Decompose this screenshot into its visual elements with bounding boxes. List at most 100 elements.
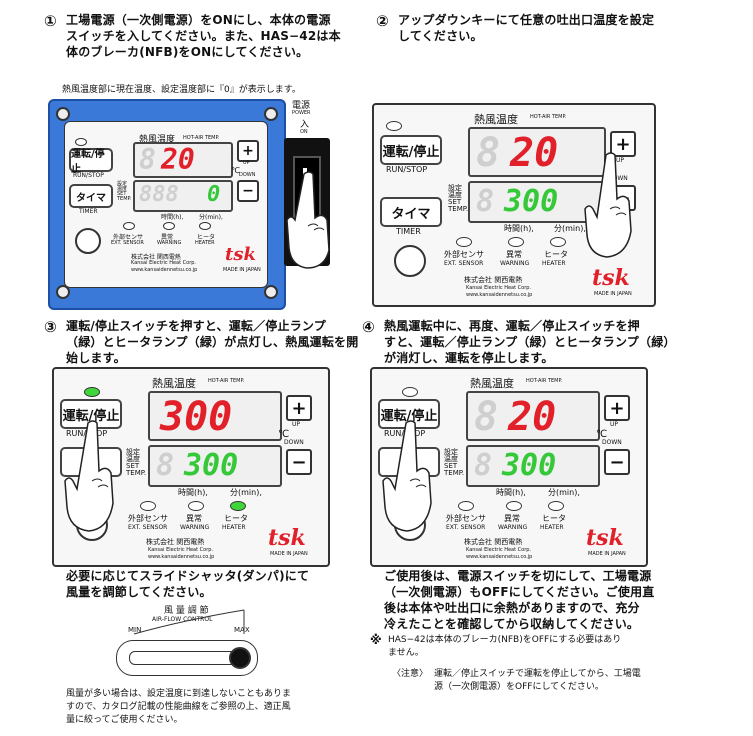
time-h-label: 時間(h), [496,488,526,497]
damper-slider[interactable] [116,640,258,676]
step-2-line: アップダウンキーにて任意の吐出口温度を設定 [398,13,655,27]
ext-sensor-label: 外部センサ [128,514,168,523]
down-button[interactable]: − [286,449,312,475]
caution-label: 〈注意〉 [392,669,429,679]
hot-air-display: 8 20 [468,127,606,177]
screw [264,285,278,299]
company-name: 株式会社 関西電熱 [464,538,523,546]
after-use-note: HAS−42は本体のブレーカ(NFB)をOFFにする必要はあり ません。 [388,634,688,660]
step-3-text: 運転/停止スイッチを押すと、運転／停止ランプ （緑）とヒータランプ（緑）が点灯し… [66,318,366,366]
set-label-line: 設定 [448,184,462,192]
set-temp-value: 0 [207,182,221,207]
time-h-label: 時間(h), [178,488,208,497]
up-button[interactable]: + [604,395,630,421]
step-3-line: 始します。 [66,351,126,365]
step-2-line: してください。 [398,29,483,43]
airflow-subtitle: AIR-FLOW CONTROL [152,616,213,623]
airflow-scale [133,609,245,635]
hot-air-value: 20 [510,130,559,176]
run-stop-button[interactable]: 運転/停止 [69,148,113,175]
company-name: 株式会社 関西電熱 [131,254,181,261]
down-button[interactable]: − [604,449,630,475]
step-1-line: 体のブレーカ(NFB)をONにしてください。 [66,45,309,59]
up-button[interactable]: + [237,140,259,162]
damper-knob[interactable] [229,647,251,669]
tsk-logo: tsk [268,525,306,551]
ext-sensor-label: 外部センサ [446,514,486,523]
timer-button[interactable]: タイマ [380,197,442,227]
step-3-line: 運転/停止スイッチを押すと、運転／停止ランプ [66,319,326,333]
after-use-line: 後は本体や吐出口に余熱がありますので、充分 [384,601,640,615]
finger-icon [584,152,632,258]
ext-sensor-led [458,501,474,511]
time-min-label: 分(min), [230,488,262,497]
hot-air-label: 熱風温度 [474,113,518,126]
finger-icon [382,420,432,532]
warning-label: 異常 [506,250,522,259]
set-temp-display: 888 0 [133,180,233,212]
heater-en: HEATER [195,240,215,246]
run-led [84,387,100,397]
company-en: Kansai Electric Heat Corp. [466,285,532,291]
up-label: UP [610,421,619,428]
warning-en: WARNING [498,524,528,531]
company-url: www.kansaidennetsu.co.jp [466,554,533,560]
heater-led [550,237,566,247]
airflow-title: 風 量 調 節 [164,606,209,616]
run-stop-en: RUN/STOP [386,165,428,174]
finger-icon [286,171,330,269]
made-in-japan: MADE IN JAPAN [270,551,308,557]
timer-button[interactable]: タイマ [69,184,113,208]
hot-air-en: HOT-AIR TEMP. [208,378,245,384]
set-label-line: 温度 [448,191,462,199]
timer-en: TIMER [79,208,98,215]
control-panel-3: 熱風温度 HOT-AIR TEMP. 運転/停止 RUN/STOP 300 ℃ … [52,367,330,567]
damper-line: 風量を調節してください。 [66,585,212,599]
damper-text: 必要に応じてスライドシャッタ(ダンパ)にて 風量を調節してください。 [66,568,366,600]
warning-en: WARNING [157,240,182,246]
ext-sensor-jack[interactable] [75,228,101,254]
time-min-label: 分(min), [199,214,223,221]
up-label: UP [616,157,625,164]
step-1-text: 工場電源（一次側電源）をONにし、本体の電源 スイッチを入してください。また、H… [66,12,356,60]
step-1-line: 工場電源（一次側電源）をONにし、本体の電源 [66,13,331,27]
after-use-line: ご使用後は、電源スイッチを切にして、工場電源 [384,569,652,583]
set-label-line: SET [126,462,140,470]
up-button[interactable]: + [610,131,636,157]
heater-label: ヒータ [224,514,248,523]
run-led [386,121,402,131]
heater-led [230,501,246,511]
step-4-line: すと、運転／停止ランプ（緑）とヒータランプ（緑） [384,335,676,349]
heater-led [199,222,211,230]
run-stop-button[interactable]: 運転/停止 [380,135,442,165]
company-en: Kansai Electric Heat Corp. [148,547,214,553]
step-3-line: （緑）とヒータランプ（緑）が点灯し、熱風運転を開 [66,335,359,349]
up-label: UP [292,421,301,428]
step-4-text: 熱風運転中に、再度、運転／停止スイッチを押 すと、運転／停止ランプ（緑）とヒータ… [384,318,684,366]
ext-sensor-jack[interactable] [394,245,426,277]
set-temp-value: 300 [502,448,557,483]
down-label: DOWN [239,172,256,178]
made-in-japan: MADE IN JAPAN [223,267,261,273]
run-stop-en: RUN/STOP [73,172,104,179]
after-use-text: ご使用後は、電源スイッチを切にして、工場電源 （一次側電源）もOFFにしてくださ… [384,568,684,632]
ext-sensor-en: EXT. SENSOR [444,260,484,267]
set-temp-value: 300 [504,184,559,219]
hot-air-label: 熱風温度 [152,377,196,390]
set-temp-display: 8 300 [468,181,606,223]
down-button[interactable]: − [237,180,259,202]
warning-led [188,501,204,511]
ext-sensor-en: EXT. SENSOR [446,524,486,531]
ext-sensor-led [456,237,472,247]
company-en: Kansai Electric Heat Corp. [466,547,532,553]
set-label-line: 設定 [126,448,140,456]
made-in-japan: MADE IN JAPAN [588,551,626,557]
up-button[interactable]: + [286,395,312,421]
run-led [75,138,87,146]
hot-air-value: 300 [160,394,233,440]
warning-label: 異常 [161,234,174,241]
warning-label: 異常 [186,514,202,523]
hot-air-value: 20 [161,143,195,176]
power-en: POWER [292,110,311,116]
hot-air-en: HOT-AIR TEMP. [183,135,220,141]
